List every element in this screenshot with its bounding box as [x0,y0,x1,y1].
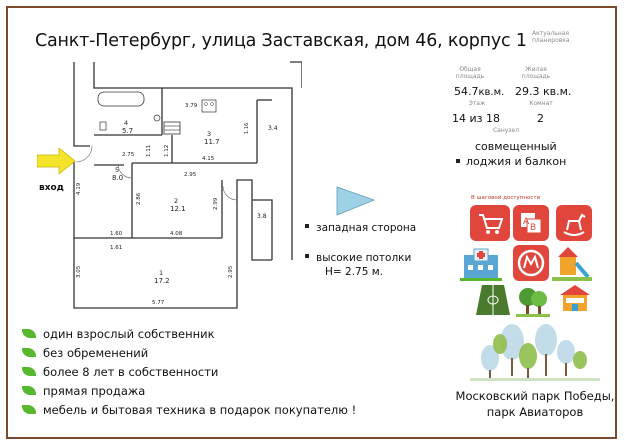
room-num: 4 [124,119,128,127]
walking-distance-heading: В шаговой доступности [471,195,541,201]
room-num: 1 [159,269,163,277]
dimension: 1.60 [110,231,123,237]
room-num: 5 [115,166,119,174]
metro-icon [513,245,549,281]
dimension: 4.19 [76,182,82,195]
room-num: 2 [174,197,178,205]
dimension: 4.08 [170,231,183,237]
page-title: Санкт-Петербург, улица Заставская, дом 4… [35,31,527,51]
dimension: 5.77 [152,300,165,306]
feature-item: без обременений [22,346,148,360]
dimension: 3.05 [76,265,82,278]
dimension: 4.15 [202,156,215,162]
leaf-icon [22,405,36,414]
floor-value: 14 из 18 [452,112,500,125]
floor-label: Этаж [468,100,486,107]
kindergarten-icon [560,285,590,311]
leaf-icon [22,329,36,338]
dimension: 1.61 [110,245,122,251]
west-direction-icon [336,186,376,216]
dimension: 1.16 [244,123,250,134]
leaf-icon [22,386,36,395]
room-area: 11.7 [204,138,220,146]
dimension: 3.8 [257,213,267,220]
leaf-icon [22,367,36,376]
ceiling-height: H= 2.75 м. [325,266,384,278]
feature-item: один взрослый собственник [22,327,215,341]
floor-plan: 4 5.7 3 11.7 5 8.0 2 12.1 1 17.2 3.79 2.… [73,61,302,309]
svg-text:A: A [523,217,530,227]
dimension: 3.79 [185,103,198,109]
nearby-parks: Московский парк Победы, парк Авиаторов [452,389,618,420]
playground-icon [552,247,592,281]
hospital-icon [460,248,502,281]
park-icon [516,288,550,317]
park-name: парк Авиаторов [486,404,584,419]
dimension: 1.11 [146,145,152,157]
rooms-label: Комнат [529,100,553,107]
leaf-icon [22,348,36,357]
sports-field-icon [476,285,510,315]
bathroom-label: Санузел [492,127,520,134]
ceiling-item: высокие потолки [305,252,411,264]
dimension: 2.99 [213,197,219,210]
entrance-arrow-icon [37,148,76,174]
balcony-value: лоджия и балкон [456,155,566,168]
total-area-label: Общая площадь [455,66,485,80]
school-abc-icon: A B [513,205,549,241]
dimension: 2.86 [136,192,142,205]
dimension: 3.4 [268,125,278,132]
feature-item: мебель и бытовая техника в подарок покуп… [22,403,356,417]
room-area: 17.2 [154,277,170,285]
orientation-item: западная сторона [305,222,416,234]
room-area: 5.7 [122,127,133,135]
dimension: 2.95 [228,265,234,278]
rocking-horse-icon [556,205,592,241]
bathroom-value: совмещенный [475,140,557,153]
rooms-value: 2 [537,112,544,125]
room-num: 3 [207,130,211,138]
actual-plan-label: Актуальная планировка [532,30,570,44]
park-name: Московский парк Победы, [455,389,615,403]
shopping-cart-icon [470,205,510,241]
dimension: 2.95 [184,172,197,178]
bullet-icon [456,159,460,163]
room-area: 12.1 [170,205,186,213]
room-area: 8.0 [112,174,123,182]
page-frame [6,6,617,439]
feature-item: более 8 лет в собственности [22,365,218,379]
dimension: 1.12 [164,145,170,157]
living-area-label: Жилая площадь [521,66,551,80]
park-trees-icon [470,324,600,381]
dimension: 2.75 [122,152,135,158]
total-area-value: 54.7кв.м. [454,85,505,98]
entrance-label: вход [39,183,64,193]
svg-text:B: B [530,223,536,233]
feature-item: прямая продажа [22,384,145,398]
living-area-value: 29.3 кв.м. [515,85,572,98]
